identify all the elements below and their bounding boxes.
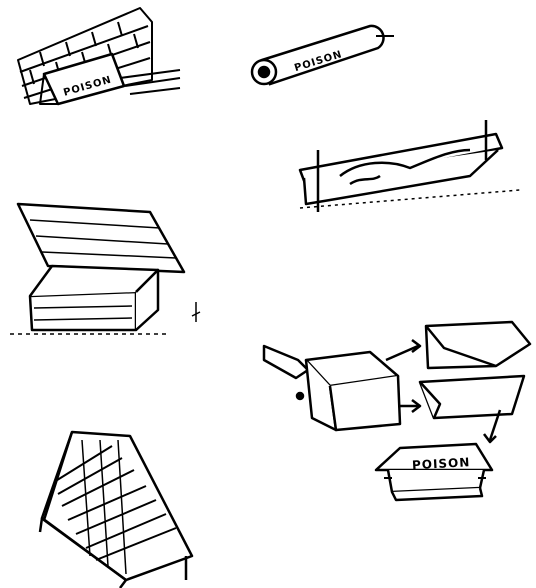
brick-wall-bait-station bbox=[17, 7, 181, 106]
a-frame-bait-station bbox=[38, 430, 194, 588]
can-box-poison-label: POISON bbox=[412, 455, 471, 472]
wooden-box-bait-station bbox=[10, 202, 201, 335]
pipe-bait-station bbox=[250, 24, 394, 86]
can-bait-box-steps bbox=[262, 320, 532, 502]
trough-bait-station bbox=[298, 120, 521, 212]
